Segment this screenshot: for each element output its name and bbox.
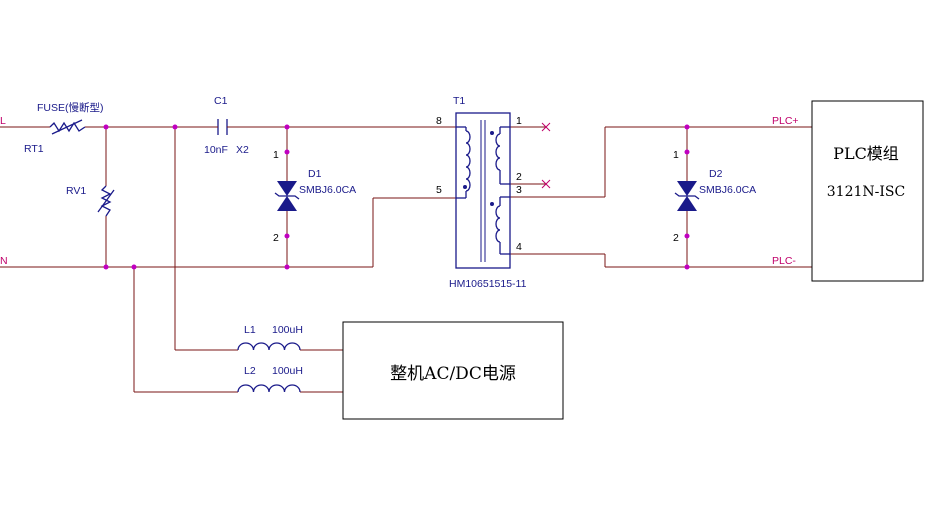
capacitor-value: 10nF [204,144,228,156]
d1-ref: D1 [308,168,322,180]
d2-pin1-label: 1 [673,149,679,161]
plc-module-block: PLC模组 3121N-ISC [811,100,924,282]
net-label-n: N [0,255,8,267]
plc-module-model: 3121N-ISC [827,184,905,200]
t1-pin5: 5 [436,184,442,196]
net-label-plc-minus: PLC- [772,255,796,267]
t1-pin8: 8 [436,115,442,127]
d2-ref: D2 [709,168,723,180]
wires [0,126,812,393]
tvs-diode-d2: 1 2 D2 SMBJ6.0CA [673,149,756,244]
tvs-diode-d1: 1 2 D1 SMBJ6.0CA [273,149,356,244]
l1-value: 100uH [272,324,303,336]
capacitor-rating: X2 [236,144,249,156]
l1-ref: L1 [244,324,256,336]
fuse-rt1: FUSE(慢断型) RT1 [24,101,104,155]
d2-part: SMBJ6.0CA [699,184,756,196]
t1-part: HM10651515-11 [449,278,527,290]
varistor-ref: RV1 [66,185,86,197]
net-label-plc-plus: PLC+ [772,115,799,127]
psu-block: 整机AC/DC电源 [342,321,564,420]
d2-pin2-label: 2 [673,232,679,244]
d1-pin2-label: 2 [273,232,279,244]
t1-pin1: 1 [516,115,522,127]
d1-pin1-label: 1 [273,149,279,161]
capacitor-c1: C1 10nF X2 [204,95,249,156]
l2-ref: L2 [244,365,256,377]
varistor-rv1: RV1 [66,185,115,217]
no-connect-markers [541,122,551,189]
inductor-l2: L2 100uH [237,365,303,393]
junction-dots [103,124,690,270]
t1-ref: T1 [453,95,465,107]
transformer-t1: 8 5 1 2 3 4 T1 HM10651515-11 [436,95,527,290]
fuse-ref: RT1 [24,143,44,155]
t1-pin2: 2 [516,171,522,183]
t1-pin3: 3 [516,184,522,196]
plc-module-title: PLC模组 [833,144,899,163]
psu-label: 整机AC/DC电源 [390,364,516,384]
l2-value: 100uH [272,365,303,377]
net-label-l: L [0,115,6,127]
inductor-l1: L1 100uH [237,324,303,351]
fuse-label: FUSE(慢断型) [37,101,104,114]
t1-pin4: 4 [516,241,522,253]
capacitor-ref: C1 [214,95,228,107]
d1-part: SMBJ6.0CA [299,184,356,196]
